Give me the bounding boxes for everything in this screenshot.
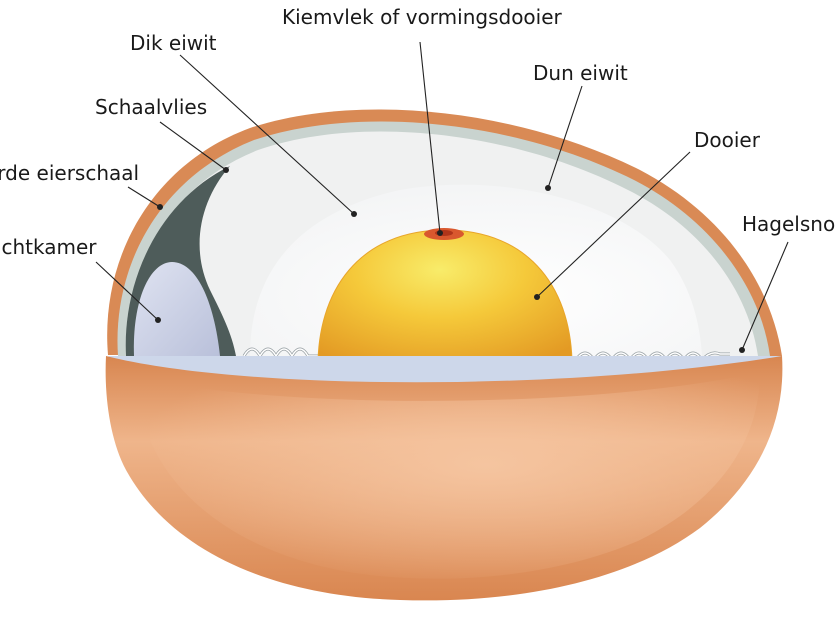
label-shell-membrane: Schaalvlies <box>95 95 207 119</box>
label-germinal-disc: Kiemvlek of vormingsdooier <box>282 5 563 29</box>
shell-bowl-shine <box>150 372 760 579</box>
air-cell-region <box>133 262 220 356</box>
chalaza-left-highlight <box>243 348 318 358</box>
label-thin-albumen: Dun eiwit <box>533 61 628 85</box>
label-thick-albumen: Dik eiwit <box>130 31 217 55</box>
leader-lines <box>95 41 789 353</box>
label-yolk: Dooier <box>694 128 761 152</box>
label-hard-shell: Harde eierschaal <box>0 161 139 185</box>
label-chalaza: Hagelsnoer <box>742 212 836 236</box>
label-air-cell: Luchtkamer <box>0 235 97 259</box>
